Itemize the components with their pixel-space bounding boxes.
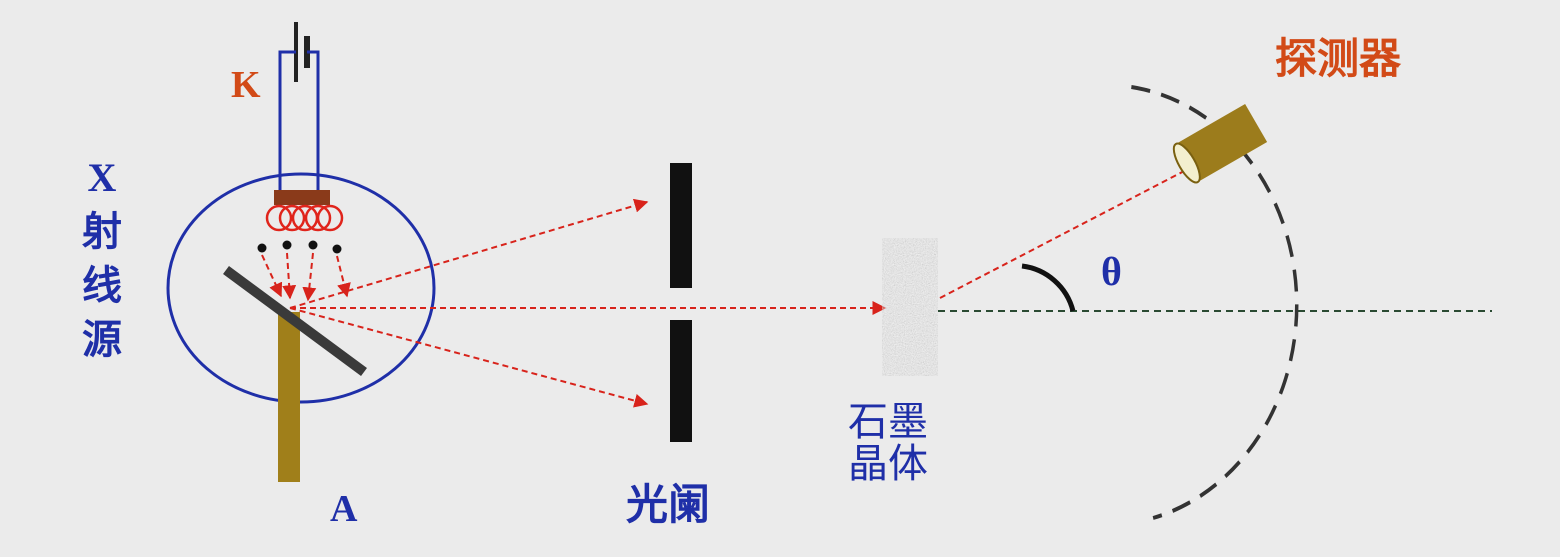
xray-source-label-3: 线 (82, 263, 122, 309)
xray-beams (289, 198, 887, 408)
cathode-block (274, 190, 330, 205)
cathode-label: K (231, 64, 261, 106)
anode-stem (278, 312, 300, 482)
xray-source-label-4: 源 (82, 317, 122, 363)
electron-paths (261, 252, 351, 302)
detector (1172, 103, 1268, 184)
anode-target (223, 265, 367, 377)
angle-arc (1021, 263, 1076, 312)
xray-tube-envelope (166, 172, 436, 404)
filament-coil (265, 204, 344, 232)
graphite-crystal (882, 238, 938, 376)
xray-source-label: X 射 线 源 (82, 155, 122, 363)
detector-label: 探测器 (1275, 34, 1402, 83)
graphite-crystal-label-1: 石墨 (848, 399, 928, 445)
electrons (257, 240, 342, 254)
xray-source-label-2: 射 (82, 209, 122, 255)
anode-label: A (330, 488, 358, 530)
graphite-crystal-label: 石墨 晶体 (848, 402, 928, 484)
angle-theta-label: θ (1101, 249, 1122, 294)
aperture-label: 光阑 (626, 480, 711, 529)
cathode-leads (278, 50, 320, 195)
aperture (670, 163, 692, 442)
power-supply-symbol (294, 22, 310, 82)
xray-source-label-x: X (87, 155, 117, 200)
graphite-crystal-label-2: 晶体 (848, 441, 928, 487)
